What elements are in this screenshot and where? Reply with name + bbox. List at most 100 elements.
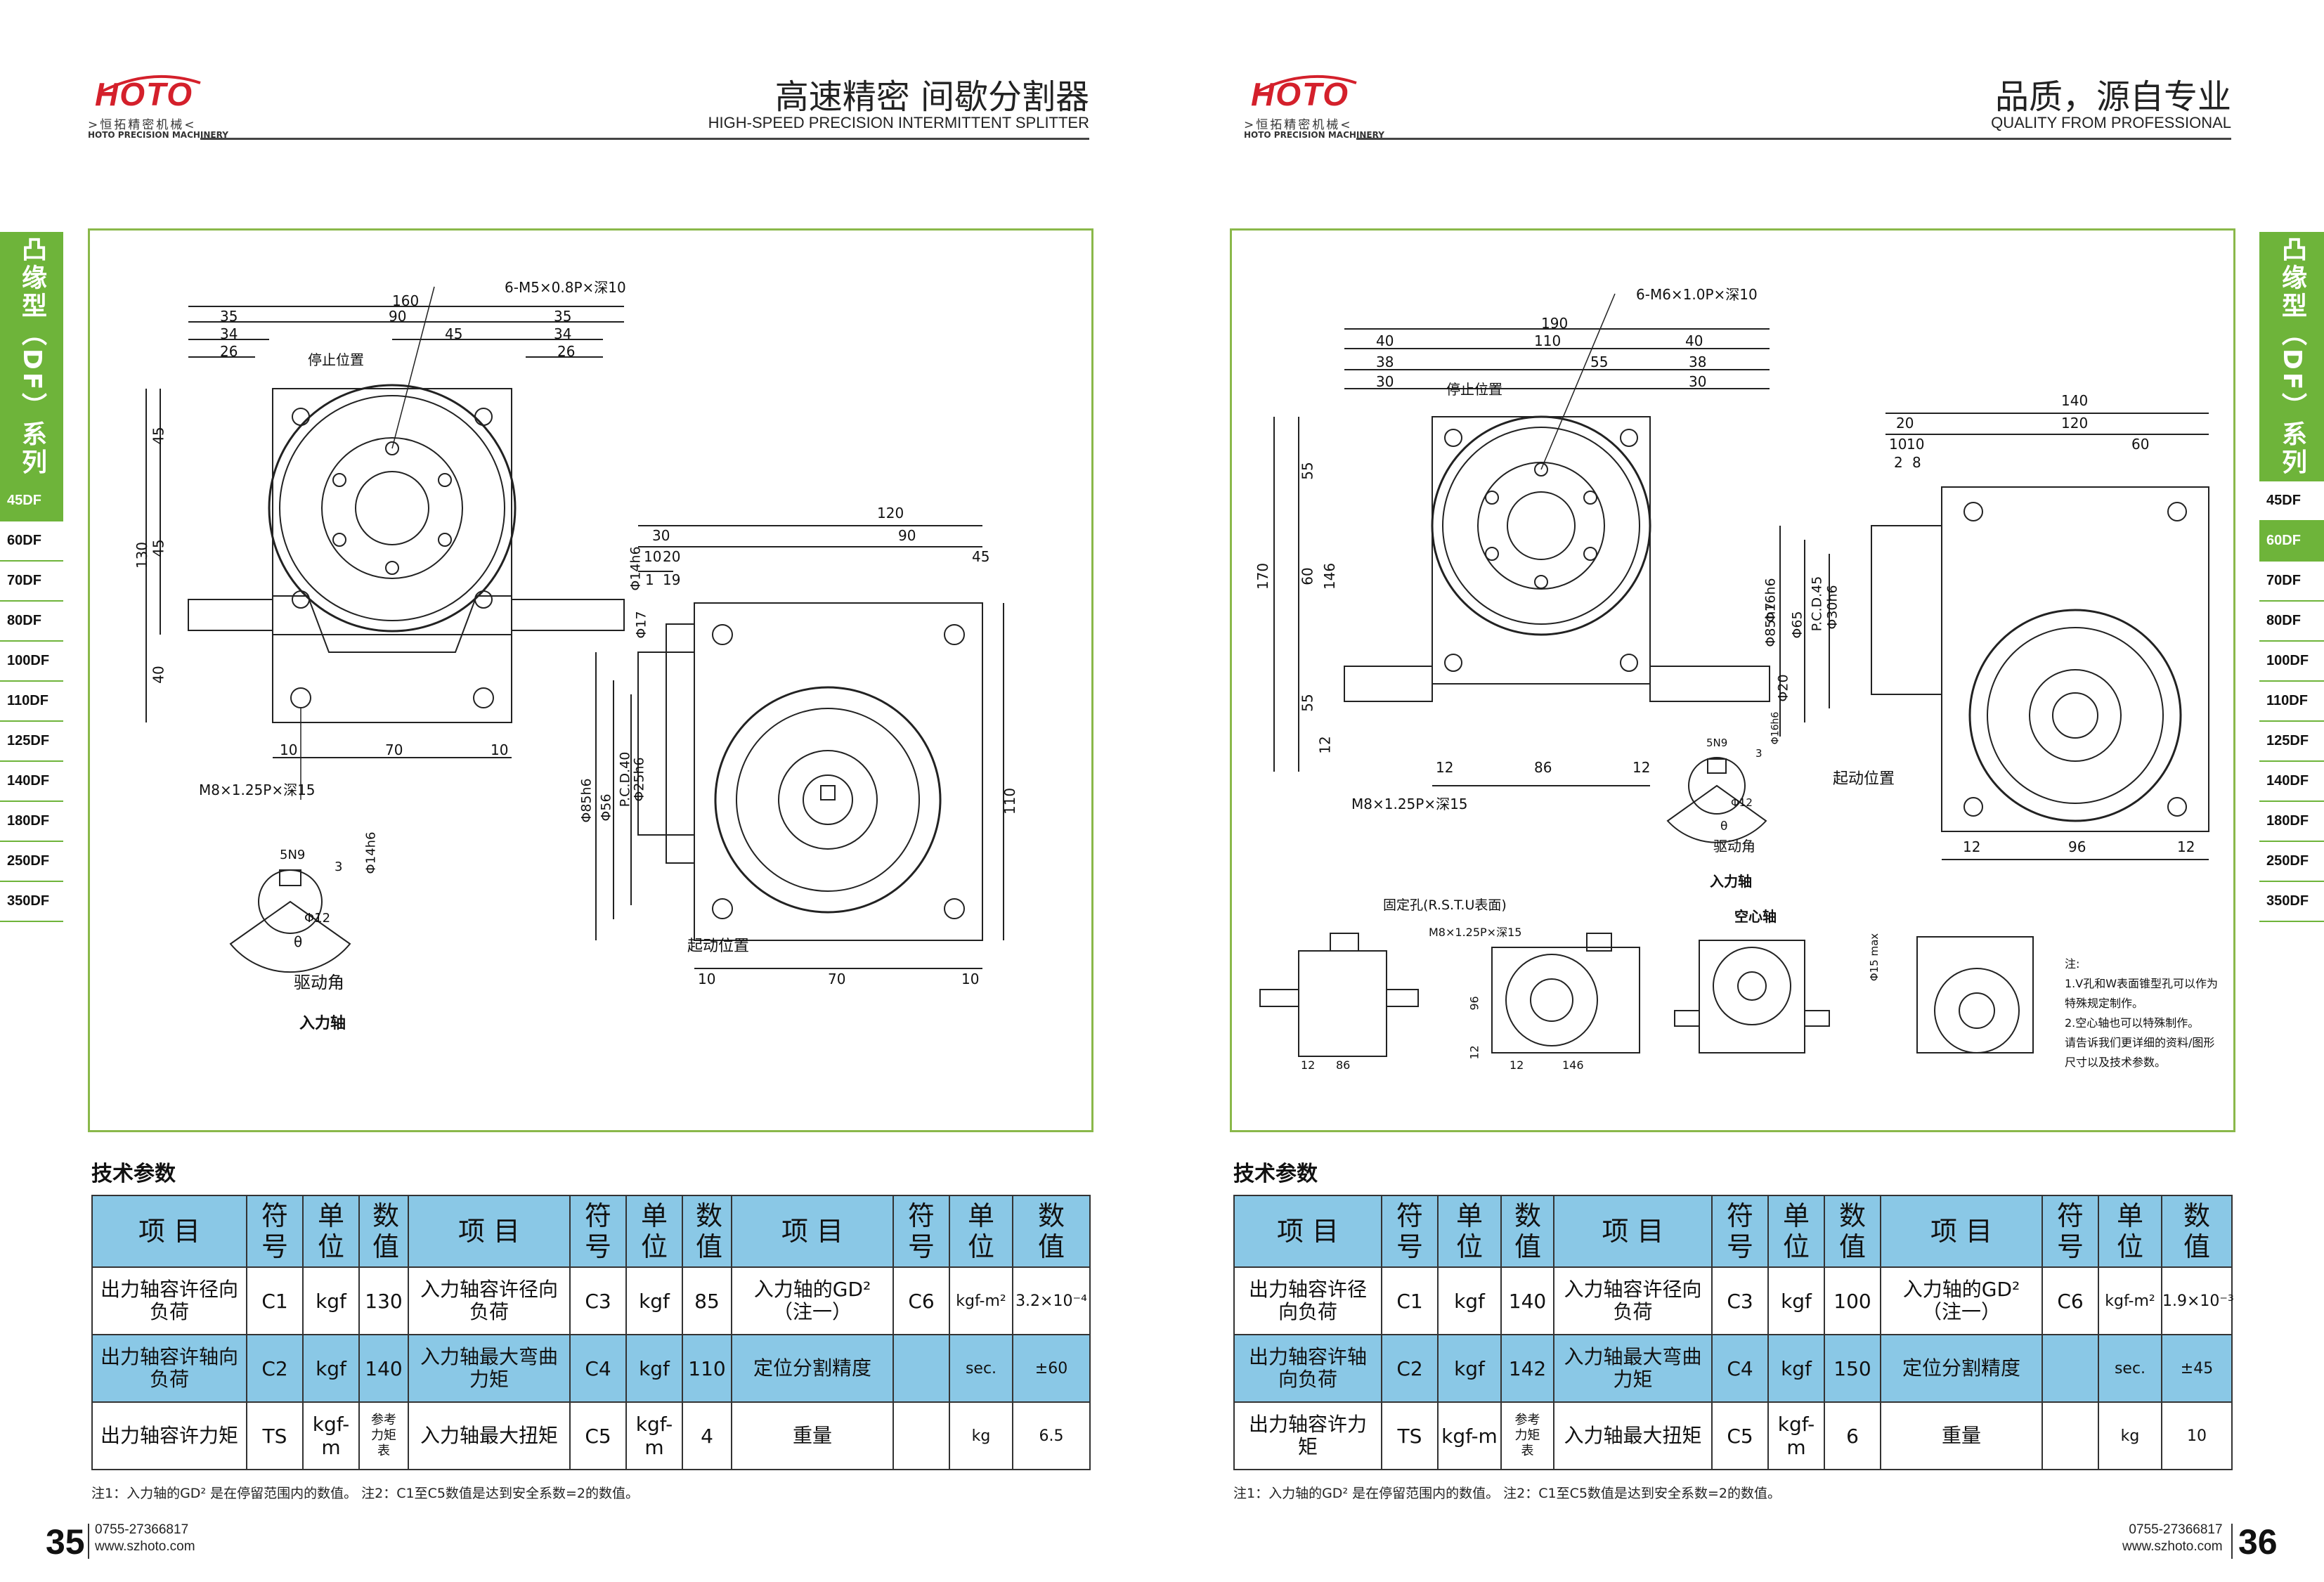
dim-90: 90: [389, 308, 407, 325]
sidebar-item-140df[interactable]: 140DF: [0, 762, 63, 802]
table-cell: 入力轴容许径向负荷: [408, 1266, 571, 1335]
page-number: 35: [46, 1522, 85, 1562]
sidebar-item-45df[interactable]: 45DF: [2259, 481, 2324, 521]
table-cell: 1.9×10⁻³: [2161, 1266, 2234, 1335]
column-header: 项 目: [408, 1195, 571, 1268]
table-cell: 入力轴容许径向负荷: [1553, 1266, 1713, 1335]
sidebar-item-110df[interactable]: 110DF: [2259, 682, 2324, 722]
table-cell: kgf-m: [625, 1401, 683, 1470]
logo-swoosh-icon: [1257, 74, 1357, 93]
note-line: 请告诉我们更详细的资料/图形: [2065, 1036, 2215, 1049]
table-cell: C2: [246, 1334, 304, 1403]
sidebar-item-250df[interactable]: 250DF: [2259, 842, 2324, 882]
table-header-row: 项 目符号单位数值项 目符号单位数值项 目符号单位数值: [91, 1195, 1091, 1268]
table-cell: [892, 1334, 950, 1403]
dim-v55b: 55: [1299, 694, 1316, 712]
table-cell: 85: [682, 1266, 732, 1335]
column-header: 数值: [1012, 1195, 1091, 1268]
side-v56: Φ56: [598, 793, 614, 822]
logo-brand: HOTO: [95, 76, 194, 112]
table-cell: 重量: [1880, 1401, 2043, 1470]
key-theta: θ: [294, 933, 303, 950]
sidebar-item-350df[interactable]: 350DF: [2259, 882, 2324, 922]
side-dim-140: 140: [2061, 392, 2089, 409]
table-cell: 110: [682, 1334, 732, 1403]
table-cell: ±60: [1012, 1334, 1091, 1403]
table-cell: 入力轴最大扭矩: [408, 1401, 571, 1470]
table-cell: C6: [2041, 1266, 2099, 1335]
website[interactable]: www.szhoto.com: [95, 1539, 195, 1554]
table-cell: 130: [358, 1266, 409, 1335]
table-cell: 入力轴的GD²（注一）: [731, 1266, 894, 1335]
table-cell: C1: [1381, 1266, 1439, 1335]
start-position-label: 起动位置: [687, 938, 750, 955]
side-v110: 110: [1001, 787, 1019, 815]
dim-35a: 35: [220, 308, 238, 325]
front-top-note: 6-M6×1.0P×深10: [1636, 286, 1758, 303]
sidebar-item-45df[interactable]: 45DF: [0, 481, 63, 521]
column-header: 符号: [2041, 1195, 2099, 1268]
sidebar-item-100df[interactable]: 100DF: [0, 642, 63, 682]
sidebar-item-110df[interactable]: 110DF: [0, 682, 63, 722]
logo-en: HOTO PRECISION MACHINERY: [88, 130, 228, 140]
column-header: 项 目: [1233, 1195, 1382, 1268]
table-cell: 入力轴最大弯曲力矩: [408, 1334, 571, 1403]
sidebar-item-70df[interactable]: 70DF: [0, 562, 63, 602]
view-s12a: 12: [1467, 1045, 1481, 1060]
column-header: 单位: [949, 1195, 1013, 1268]
sidebar-item-250df[interactable]: 250DF: [0, 842, 63, 882]
side-pcd: P.C.D.45: [1809, 576, 1825, 632]
view-146: 146: [1562, 1058, 1584, 1072]
table-cell: kgf: [625, 1266, 683, 1335]
note-line: 特殊规定制作。: [2065, 997, 2144, 1010]
dim-35b: 35: [554, 308, 572, 325]
sidebar-item-60df[interactable]: 60DF: [2259, 521, 2324, 562]
side-dim-120: 120: [2061, 415, 2089, 432]
dim-v40: 40: [150, 666, 167, 684]
fixed-holes-label: 固定孔(R.S.T.U表面): [1383, 897, 1507, 913]
column-header: 符号: [892, 1195, 950, 1268]
view-96: 96: [1467, 996, 1481, 1011]
website[interactable]: www.szhoto.com: [2122, 1539, 2223, 1554]
table-cell: C1: [246, 1266, 304, 1335]
sidebar-item-140df[interactable]: 140DF: [2259, 762, 2324, 802]
table-cell: kgf: [625, 1334, 683, 1403]
sidebar-item-125df[interactable]: 125DF: [2259, 722, 2324, 762]
column-header: 项 目: [91, 1195, 247, 1268]
dim-b12a: 12: [1436, 759, 1454, 776]
column-header: 单位: [302, 1195, 360, 1268]
logo-brand: HOTO: [1251, 76, 1350, 112]
dim-55: 55: [1590, 354, 1609, 370]
column-header: 数值: [1500, 1195, 1554, 1268]
front-bottom-note: M8×1.25P×深15: [1351, 796, 1468, 812]
sidebar-item-80df[interactable]: 80DF: [0, 602, 63, 642]
dim-v170: 170: [1254, 562, 1272, 590]
table-cell: kgf-m: [1437, 1401, 1502, 1470]
table-cell: kgf: [1767, 1266, 1825, 1335]
key-5n9: 5N9: [1706, 737, 1728, 749]
sidebar-item-70df[interactable]: 70DF: [2259, 562, 2324, 602]
side-b96: 96: [2068, 838, 2086, 855]
sidebar-item-60df[interactable]: 60DF: [0, 521, 63, 562]
sidebar-item-180df[interactable]: 180DF: [0, 802, 63, 842]
table-cell: C3: [1711, 1266, 1769, 1335]
sidebar-item-80df[interactable]: 80DF: [2259, 602, 2324, 642]
sidebar-item-180df[interactable]: 180DF: [2259, 802, 2324, 842]
side-v30: Φ30h6: [1824, 585, 1841, 630]
sidebar-item-350df[interactable]: 350DF: [0, 882, 63, 922]
dim-34b: 34: [554, 325, 572, 342]
left-drawing-area: 6-M5×0.8P×深10 160 35 90 35 34 45 34 26 2…: [88, 228, 1093, 1132]
sidebar-item-125df[interactable]: 125DF: [0, 722, 63, 762]
side-v65: Φ65: [1789, 611, 1805, 639]
right-logo: HOTO >恒拓精密机械< HOTO PRECISION MACHINERY: [1244, 67, 1384, 144]
left-logo: HOTO >恒拓精密机械< HOTO PRECISION MACHINERY: [88, 67, 228, 144]
right-drawing-area: 6-M6×1.0P×深10 190 40 110 40 38 55 38 30 …: [1230, 228, 2235, 1132]
side-flange: [714, 686, 942, 914]
dim-b10a: 10: [280, 741, 298, 758]
dim-b86: 86: [1534, 759, 1552, 776]
footnote: 注1：入力轴的GD² 是在停留范围内的数值。 注2：C1至C5数值是达到安全系数…: [1233, 1486, 1781, 1501]
sidebar-item-100df[interactable]: 100DF: [2259, 642, 2324, 682]
page-title: 品质，源自专业: [1994, 77, 2231, 117]
